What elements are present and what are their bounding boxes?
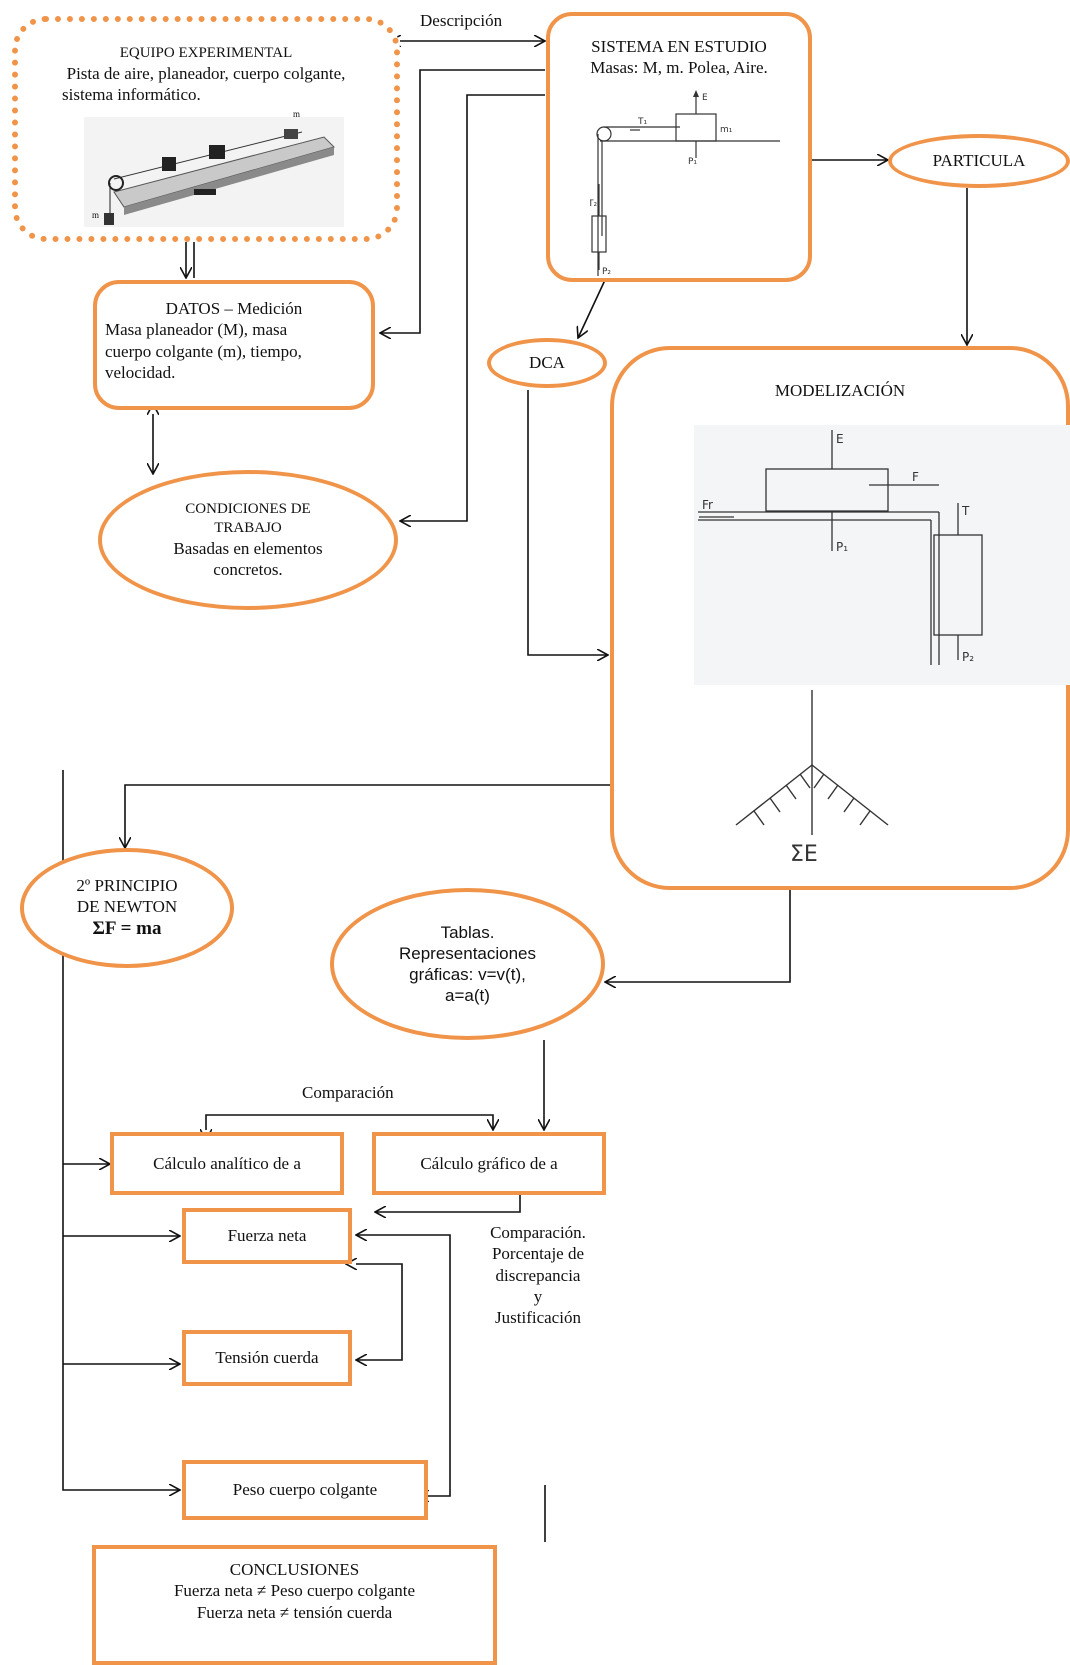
equipo-title: EQUIPO EXPERIMENTAL xyxy=(119,45,293,61)
sistema-title: SISTEMA EN ESTUDIO xyxy=(591,37,767,56)
particula-node: PARTICULA xyxy=(888,134,1070,188)
equipo-box: EQUIPO EXPERIMENTAL Pista de aire, plane… xyxy=(12,16,400,242)
condiciones-line4: concretos. xyxy=(213,559,283,579)
fuerza-neta-box: Fuerza neta xyxy=(182,1208,352,1264)
conclusiones-box: CONCLUSIONES Fuerza neta ≠ Peso cuerpo c… xyxy=(92,1545,497,1665)
arrow-peso-fuerza xyxy=(356,1235,451,1496)
photo-label-m: m xyxy=(92,210,100,220)
fbd-e: E xyxy=(836,432,844,446)
sketch-p1: P₁ xyxy=(688,157,697,167)
newton-line1: 2º PRINCIPIO xyxy=(76,875,178,895)
calculo-analitico-box: Cálculo analítico de a xyxy=(110,1132,344,1195)
connector-layer xyxy=(62,0,1070,1542)
arrow-comparacion-conclusiones xyxy=(544,1485,546,1542)
tablas-line4: a=a(t) xyxy=(445,986,490,1006)
datos-box: DATOS – Medición Masa planeador (M), mas… xyxy=(93,280,375,410)
arrow-sistema-dca xyxy=(578,279,606,338)
datos-line1: Masa planeador (M), masa xyxy=(105,320,288,340)
sketch-p2: P₂ xyxy=(602,267,611,276)
sistema-subtitle: Masas: M, m. Polea, Aire. xyxy=(590,58,768,78)
tablas-node: Tablas. Representaciones gráficas: v=v(t… xyxy=(330,888,605,1040)
equipo-line2: sistema informático. xyxy=(62,85,201,104)
peso-colgante-box: Peso cuerpo colgante xyxy=(182,1460,428,1520)
tension-cuerda-box: Tensión cuerda xyxy=(182,1330,352,1386)
air-track-photo xyxy=(84,117,344,227)
newton-formula: ΣF = ma xyxy=(92,918,162,940)
sketch-m1: m₁ xyxy=(720,125,733,135)
conclusiones-title: CONCLUSIONES xyxy=(229,1560,360,1579)
newton-node: 2º PRINCIPIO DE NEWTON ΣF = ma xyxy=(20,848,234,968)
newton-line2: DE NEWTON xyxy=(76,897,178,917)
fbd-p1: P₁ xyxy=(836,540,848,554)
conclusiones-line2: Fuerza neta ≠ tensión cuerda xyxy=(196,1602,393,1622)
arrow-modelizacion-newton xyxy=(125,784,610,848)
comparacion2-line5: Justificación xyxy=(495,1308,581,1327)
comparacion2-line2: Porcentaje de xyxy=(491,1244,585,1264)
modelizacion-force-sum-sketch: ΣE xyxy=(735,690,889,865)
sistema-sketch: E T₁ m₁ P₁ T₂ m₂ P₂ xyxy=(590,90,780,276)
tablas-line2: Representaciones xyxy=(398,943,537,963)
datos-title: DATOS – Medición xyxy=(165,299,303,318)
sketch-t1: T₁ xyxy=(637,117,647,127)
arrow-dca-modelizacion xyxy=(527,390,608,655)
sistema-box: SISTEMA EN ESTUDIO Masas: M, m. Polea, A… xyxy=(546,12,812,282)
modelizacion-title: MODELIZACIÓN xyxy=(774,381,906,400)
fbd-fr: Fr xyxy=(702,498,713,512)
fbd-sum: ΣE xyxy=(790,842,818,865)
dca-node: DCA xyxy=(487,338,607,388)
condiciones-line1: CONDICIONES DE xyxy=(185,501,311,517)
arrow-fuerza-tension xyxy=(356,1264,403,1360)
tablas-line1: Tablas. xyxy=(440,922,495,942)
descripcion-label: Descripción xyxy=(420,11,503,30)
arrow-modelizacion-tablas xyxy=(605,890,791,982)
comparacion2-line3: discrepancia xyxy=(495,1265,581,1285)
conclusiones-line1: Fuerza neta ≠ Peso cuerpo colgante xyxy=(173,1581,416,1601)
condiciones-node: CONDICIONES DE TRABAJO Basadas en elemen… xyxy=(98,470,398,610)
fbd-t: T xyxy=(961,504,970,518)
comparacion-label: Comparación xyxy=(302,1083,394,1102)
fbd-p2: P₂ xyxy=(962,650,974,664)
modelizacion-box: MODELIZACIÓN E F Fr P₁ T P₂ xyxy=(610,346,1070,890)
condiciones-line3: Basadas en elementos xyxy=(173,538,323,558)
sketch-e: E xyxy=(702,93,708,103)
comparacion2-line4: y xyxy=(533,1286,543,1306)
condiciones-line2: TRABAJO xyxy=(214,519,282,536)
sketch-m2: m₂ xyxy=(590,231,591,241)
datos-line3: velocidad. xyxy=(105,362,176,382)
arrow-comparacion-bracket xyxy=(206,1114,493,1130)
datos-line2: cuerpo colgante (m), tiempo, xyxy=(105,341,302,361)
sketch-t2: T₂ xyxy=(590,199,597,209)
comparacion-discrepancia-label: Comparación. Porcentaje de discrepancia … xyxy=(468,1222,608,1328)
arrow-sistema-datos xyxy=(380,69,545,333)
photo-label-m1: m xyxy=(293,109,301,119)
modelizacion-fbd-sketch: E F Fr P₁ T P₂ xyxy=(694,425,1070,685)
equipo-line1: Pista de aire, planeador, cuerpo colgant… xyxy=(66,63,346,83)
tablas-line3: gráficas: v=v(t), xyxy=(409,965,526,984)
calculo-grafico-box: Cálculo gráfico de a xyxy=(372,1132,606,1195)
arrow-grafico-fuerza xyxy=(375,1195,521,1212)
arrow-sistema-condiciones xyxy=(400,94,545,521)
fbd-f: F xyxy=(912,470,919,484)
comparacion2-line1: Comparación. xyxy=(490,1223,586,1242)
